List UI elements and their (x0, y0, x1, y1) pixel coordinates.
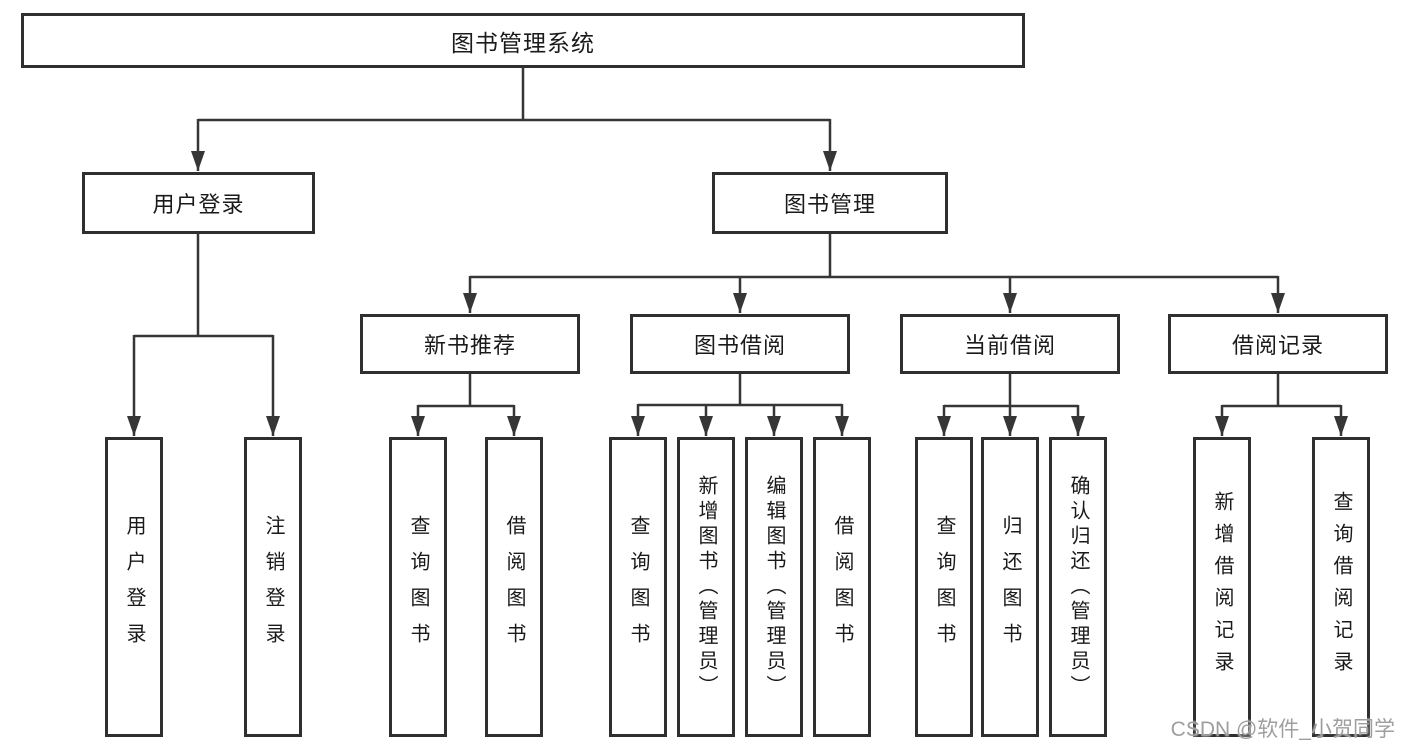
leaf-logout: 注销登录 (244, 437, 302, 737)
leaf-add-borrow-record: 新增借阅记录 (1193, 437, 1251, 737)
node-library-management-system: 图书管理系统 (21, 13, 1025, 68)
watermark-text: CSDN @软件_小贺同学 (1170, 718, 1395, 741)
leaf-query-borrow-record: 查询借阅记录 (1312, 437, 1370, 737)
leaf-return-books: 归还图书 (981, 437, 1039, 737)
connector-new-book-split (418, 374, 514, 408)
connector-root-split (198, 68, 830, 122)
leaf-user-login: 用户登录 (105, 437, 163, 737)
connector-book-management-split (470, 234, 1278, 279)
node-borrowing-records: 借阅记录 (1168, 314, 1388, 374)
node-current-borrowing: 当前借阅 (900, 314, 1120, 374)
leaf-borrow-books: 借阅图书 (813, 437, 871, 737)
leaf-query-books-current: 查询图书 (915, 437, 973, 737)
leaf-query-books-recommend: 查询图书 (389, 437, 447, 737)
connector-user-login-split (134, 234, 273, 338)
leaf-edit-books-admin: 编辑图书（管理员） (745, 437, 803, 737)
connector-borrowing-records-split (1222, 374, 1341, 408)
leaf-add-books-admin: 新增图书（管理员） (677, 437, 735, 737)
leaf-query-books-borrowing: 查询图书 (609, 437, 667, 737)
node-new-book-recommendation: 新书推荐 (360, 314, 580, 374)
connector-current-borrowing-split (944, 374, 1078, 408)
node-user-login: 用户登录 (82, 172, 315, 234)
node-book-borrowing: 图书借阅 (630, 314, 850, 374)
leaf-borrow-books-recommend: 借阅图书 (485, 437, 543, 737)
leaf-confirm-return-admin: 确认归还（管理员） (1049, 437, 1107, 737)
node-book-management: 图书管理 (712, 172, 948, 234)
connector-book-borrowing-split (638, 374, 842, 407)
